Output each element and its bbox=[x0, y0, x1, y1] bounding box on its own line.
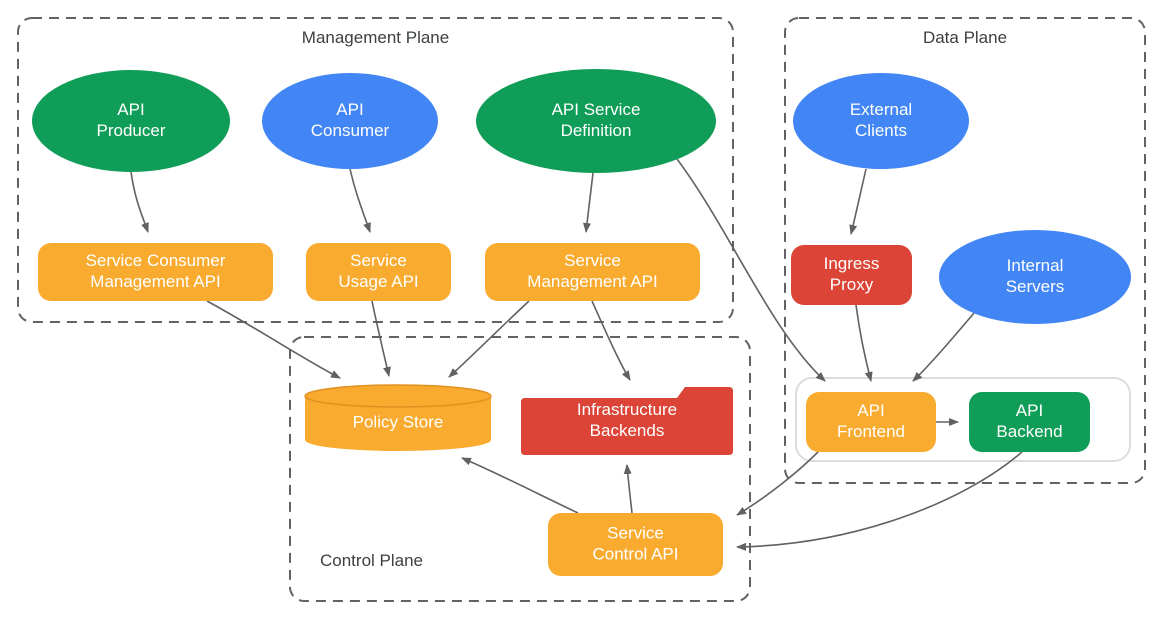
node-rect-shape bbox=[548, 513, 723, 576]
plane-data-plane: Data Plane bbox=[784, 17, 1146, 484]
node-ellipse-shape bbox=[939, 230, 1131, 324]
plane-control-plane: Control Plane bbox=[289, 336, 751, 602]
node-rect-shape bbox=[969, 392, 1090, 452]
cylinder-top bbox=[304, 384, 492, 408]
node-ellipse-shape bbox=[32, 70, 230, 172]
edge-consumer-to-usage-api bbox=[349, 168, 371, 233]
edge-definition-to-api-frontend bbox=[676, 158, 826, 382]
node-rect-shape bbox=[791, 245, 912, 305]
subgroups-layer bbox=[795, 377, 1131, 462]
edge-service-control-to-infrastructure bbox=[623, 464, 633, 514]
edge-scm-api-to-policy-store bbox=[206, 300, 341, 379]
edge-api-frontend-to-service-control bbox=[736, 451, 819, 516]
plane-border bbox=[784, 17, 1146, 484]
node-ellipse-shape bbox=[793, 73, 969, 169]
plane-label: Data Plane bbox=[923, 28, 1007, 47]
edges-layer bbox=[130, 158, 1023, 551]
node-policy-store[interactable]: Policy Store bbox=[304, 384, 492, 451]
edge-ingress-to-api-frontend bbox=[855, 304, 873, 382]
node-rect-shape bbox=[485, 243, 700, 301]
edge-management-api-to-policy-store bbox=[448, 300, 530, 378]
plane-border bbox=[289, 336, 751, 602]
edge-external-clients-to-ingress bbox=[849, 168, 867, 235]
edge-management-api-to-infrastructure bbox=[591, 300, 631, 381]
node-ellipse-shape bbox=[262, 73, 438, 169]
plane-border bbox=[17, 17, 734, 323]
plane-label: Management Plane bbox=[302, 28, 449, 47]
plane-management-plane: Management Plane bbox=[17, 17, 734, 323]
edge-producer-to-scm-api bbox=[130, 171, 149, 233]
folder-shape bbox=[521, 387, 733, 455]
node-rect-shape bbox=[306, 243, 451, 301]
edge-definition-to-management-api bbox=[583, 172, 594, 233]
node-ellipse-shape bbox=[476, 69, 716, 173]
cylinder-body bbox=[305, 396, 491, 451]
edge-api-backend-to-service-control bbox=[736, 451, 1023, 551]
edge-usage-api-to-policy-store bbox=[371, 300, 391, 377]
plane-label: Control Plane bbox=[320, 551, 423, 570]
node-rect-shape bbox=[806, 392, 936, 452]
node-rect-shape bbox=[38, 243, 273, 301]
edge-internal-servers-to-api-frontend bbox=[912, 311, 976, 382]
subgroup-api-runtime-group bbox=[795, 377, 1131, 462]
edge-service-control-to-policy-store bbox=[461, 457, 579, 514]
